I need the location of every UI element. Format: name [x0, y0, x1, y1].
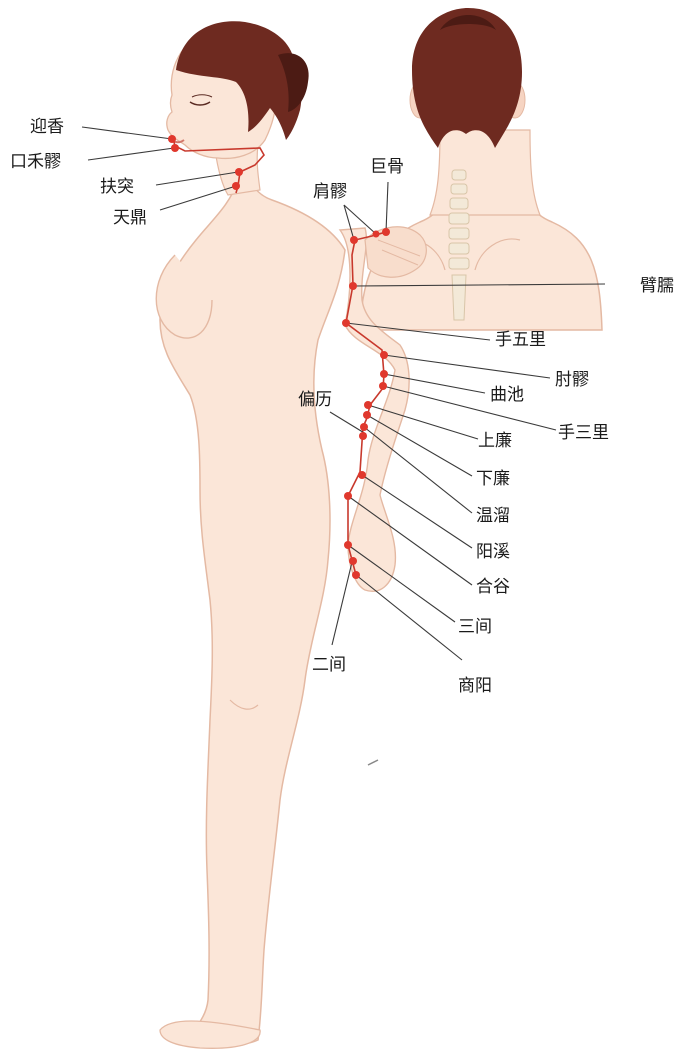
label-shousanli: 手三里: [558, 423, 609, 443]
acupoint-jiangliao: [350, 236, 358, 244]
label-kouheliao: 口禾髎: [10, 152, 61, 172]
label-shangyang: 商阳: [458, 676, 492, 696]
label-jugu: 巨骨: [370, 157, 404, 177]
label-yingxiang: 迎香: [30, 117, 64, 137]
side-view-hair-bun: [278, 53, 309, 112]
label-yangxi: 阳溪: [476, 542, 510, 562]
label-shouwuli: 手五里: [495, 330, 546, 350]
label-jiangliao: 肩髎: [313, 182, 347, 202]
side-view-breast: [155, 254, 213, 339]
acupoint-tianding: [232, 182, 240, 190]
acupoint-hegu: [344, 492, 352, 500]
stray-mark: [367, 759, 379, 766]
acupoint-kouheliao: [171, 144, 179, 152]
label-hegu: 合谷: [476, 577, 510, 597]
acupoint-futu: [235, 168, 243, 176]
acupoint-wenliu: [360, 423, 368, 431]
label-wenliu: 温溜: [476, 506, 510, 526]
acupoint-shousanli: [379, 382, 387, 390]
acupoint-pianli: [359, 432, 367, 440]
label-futu: 扶突: [100, 177, 134, 197]
acupoint-zhouliao: [380, 351, 388, 359]
acupoint-shouwuli: [342, 319, 350, 327]
side-view-eye: [189, 101, 211, 106]
label-tianding: 天鼎: [113, 208, 147, 228]
acupoint-shanglian: [364, 401, 372, 409]
acupoints: [168, 135, 390, 579]
back-view-neck: [429, 129, 541, 216]
label-pianli: 偏历: [298, 390, 332, 410]
back-view-hair: [412, 8, 522, 148]
label-xialian: 下廉: [476, 469, 510, 489]
label-sanjian: 三间: [458, 617, 492, 637]
acupoint-quchi: [380, 370, 388, 378]
acupoint-binao: [349, 282, 357, 290]
acupoint-xialian: [363, 411, 371, 419]
label-shanglian: 上廉: [478, 431, 512, 451]
back-view-hair-bun: [440, 15, 496, 30]
side-view-knee: [229, 699, 259, 710]
side-view-foot: [159, 1020, 261, 1049]
acupoint-shangyang: [352, 571, 360, 579]
acupoint-yangxi: [358, 471, 366, 479]
label-erjian: 二间: [312, 655, 346, 675]
side-view-hair: [176, 21, 302, 140]
acupoint-jiangliao-2: [372, 230, 380, 238]
side-view-hand-on-back: [364, 226, 427, 278]
acupoint-erjian: [349, 557, 357, 565]
label-zhouliao: 肘髎: [555, 370, 589, 390]
acupoint-jugu: [382, 228, 390, 236]
back-view-figure: [359, 8, 603, 331]
label-binao: 臂臑: [640, 276, 674, 296]
label-quchi: 曲池: [490, 385, 524, 405]
back-view-spine: [448, 169, 470, 321]
acupoint-yingxiang: [168, 135, 176, 143]
leader-lines: [81, 126, 606, 661]
labels: 迎香 口禾髎 扶突 天鼎 肩髎 巨骨 臂臑 手五里 肘髎 曲池 手三里 偏历 上…: [10, 117, 674, 696]
acupoint-sanjian: [344, 541, 352, 549]
